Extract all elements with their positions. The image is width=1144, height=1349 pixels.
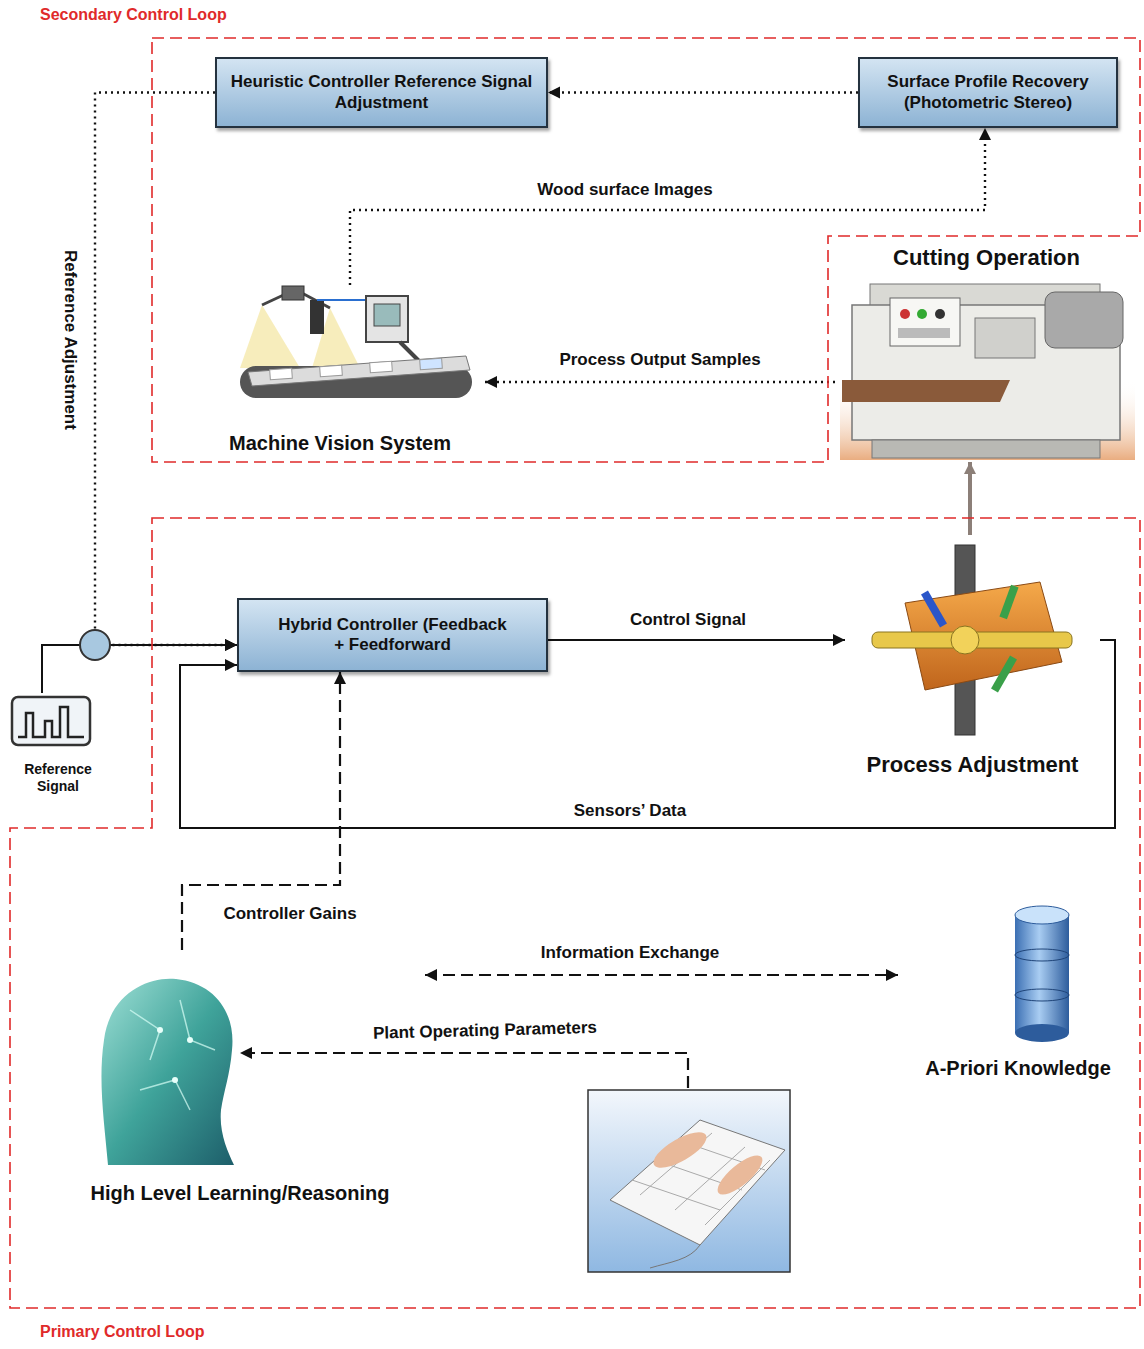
arrow-head [964,462,976,474]
connector [42,645,237,693]
arrow-head [225,639,237,651]
edge-label: Process Output Samples [556,350,763,370]
vision-node: Machine Vision System [195,285,485,455]
cutting-machine-picture [840,284,1135,460]
secondary-loop-region [152,38,1140,462]
arrow-head [225,659,237,671]
arrow-head [485,376,497,388]
database-node: A-Priori Knowledge [898,900,1138,1080]
node-text: Hybrid Controller (Feedback + Feedforwar… [273,615,513,656]
node-text: Process Adjustment [867,752,1079,778]
edge-label: Reference Adjustment [60,247,80,433]
node-text: Cutting Operation [893,245,1080,271]
connector [95,93,237,646]
process-box: Heuristic Controller Reference Signal Ad… [215,57,548,128]
signal-node: Reference Signal [8,693,108,795]
pulse-icon [12,697,90,745]
arrow-head [334,672,346,684]
arrow-head [548,87,560,99]
machine-vision-picture [240,286,472,398]
region-label: Secondary Control Loop [40,6,227,24]
machine-node: Cutting Operation [835,245,1138,462]
connector [548,91,858,93]
node-text: Heuristic Controller Reference Signal Ad… [227,72,536,113]
keyboard-picture [588,1090,790,1272]
arrow-head [833,634,845,646]
arrow-head [225,639,237,651]
node-text: Machine Vision System [229,431,451,455]
signal-label: Plant Operating Parameters [370,1018,600,1044]
operating-parameters-wire [240,1047,688,1088]
edge-label: Sensors’ Data [571,801,689,821]
database-icon [1015,906,1069,1042]
arrow-head [886,969,898,981]
head-picture [101,979,234,1165]
edge-label: Wood surface Images [534,180,715,200]
controller-box: Hybrid Controller (Feedback + Feedforwar… [237,598,548,672]
connector [485,381,835,383]
cutter-head-picture [872,545,1072,735]
arrow-head [979,128,991,140]
node-text: High Level Learning/Reasoning [91,1181,390,1205]
primary-loop-region [10,518,1140,1308]
summing-junction [80,630,110,660]
node-text: Reference Signal [8,761,108,795]
connector [350,128,985,285]
connector [425,974,898,976]
process-box: Surface Profile Recovery (Photometric St… [858,57,1118,128]
connector [548,639,845,641]
reasoning-node: High Level Learning/Reasoning [55,950,425,1205]
region-label: Primary Control Loop [40,1323,204,1341]
arrow-head [425,969,437,981]
node-text: Surface Profile Recovery (Photometric St… [870,72,1106,113]
edge-label: Controller Gains [220,904,359,924]
node-text: A-Priori Knowledge [925,1056,1111,1080]
edge-label: Information Exchange [538,943,723,963]
actuator-node: Process Adjustment [845,535,1100,778]
edge-label: Control Signal [627,610,749,630]
